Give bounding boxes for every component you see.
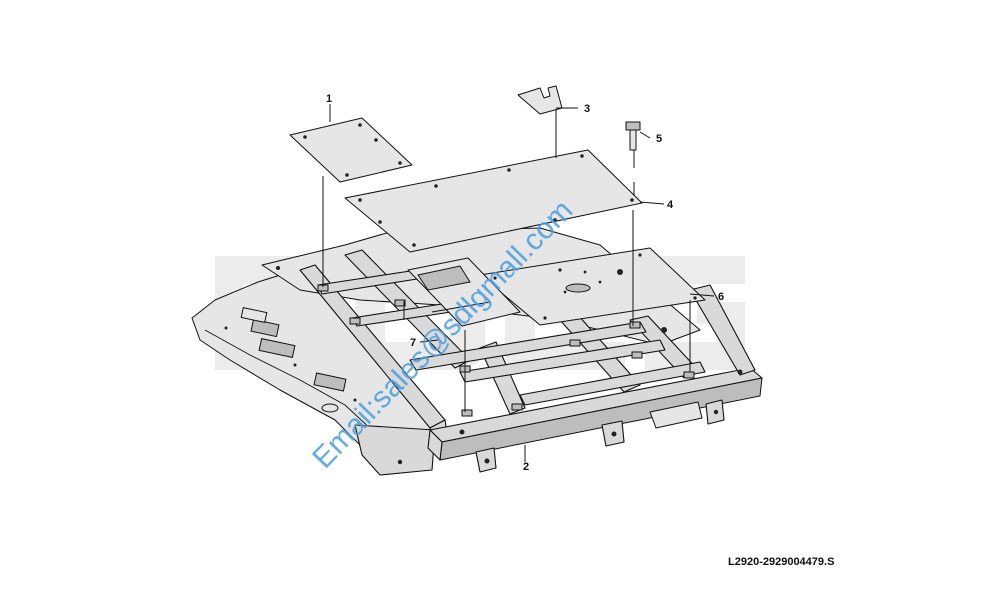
callout-5: 5 (656, 133, 662, 145)
callout-2: 2 (523, 461, 529, 473)
part-3-bracket (517, 85, 563, 115)
bottom-skid-plate (191, 267, 436, 476)
part-5-bolt (625, 121, 641, 151)
callout-6: 6 (718, 291, 724, 303)
part-7-inner-plate (407, 257, 521, 327)
leader-lines (322, 104, 715, 462)
callout-1: 1 (326, 93, 332, 105)
callout-4: 4 (667, 199, 674, 211)
callout-7: 7 (410, 337, 416, 349)
part-6-top-plate (479, 247, 706, 326)
callout-labels: 1 2 3 4 5 6 7 (326, 93, 724, 473)
part-4-large-plate (344, 149, 643, 253)
drawing-reference-code: L2920-2929004479.S (728, 556, 834, 568)
part-1-cover-plate (289, 117, 413, 183)
callout-3: 3 (584, 103, 590, 115)
